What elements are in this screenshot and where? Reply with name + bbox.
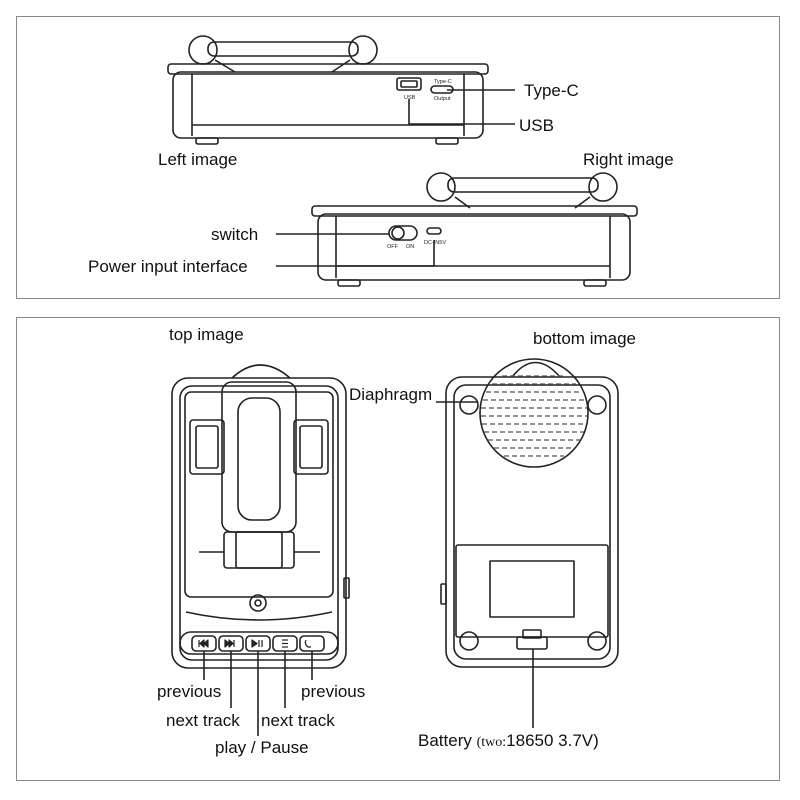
right-side-device-drawing: [276, 172, 638, 287]
type-c-label: Type-C: [524, 81, 579, 100]
battery-spec: 18650 3.7V): [506, 731, 599, 750]
next-track-left-label: next track: [166, 711, 240, 730]
play-pause-label: play / Pause: [215, 738, 309, 757]
previous-icon: [198, 639, 209, 648]
type-c-port-mark: Type-C: [434, 79, 452, 85]
usb-port-mark: USB: [404, 95, 416, 101]
left-side-device-drawing: [167, 35, 515, 145]
top-bottom-views-panel: [16, 317, 780, 781]
top-view-device-drawing: [171, 364, 350, 736]
battery-label: Battery (two:18650 3.7V): [418, 732, 599, 750]
phone-icon: [304, 639, 311, 648]
switch-off-mark: OFF: [387, 244, 399, 250]
switch-on-mark: ON: [406, 244, 414, 250]
play-pause-icon: [251, 639, 263, 648]
next-track-right-label: next track: [261, 711, 335, 730]
side-views-panel: [16, 16, 780, 299]
previous-right-label: previous: [301, 682, 366, 701]
switch-label: switch: [211, 225, 259, 244]
next-icon: [224, 639, 235, 648]
bottom-image-caption: bottom image: [533, 329, 636, 348]
power-input-label: Power input interface: [88, 257, 248, 276]
right-image-caption: Right image: [583, 150, 674, 169]
battery-word: Battery: [418, 731, 472, 750]
bottom-view-device-drawing: [436, 358, 619, 728]
button-icons: [198, 639, 311, 648]
left-image-caption: Left image: [158, 150, 238, 169]
output-port-mark: Output: [434, 96, 451, 102]
dc-in-mark: DC-IN5V: [424, 240, 446, 246]
usb-label: USB: [519, 116, 554, 135]
top-image-caption: top image: [169, 325, 244, 344]
speaker-grille-slots: [481, 375, 587, 457]
battery-spec-prefix: (two:: [476, 735, 507, 750]
previous-left-label: previous: [157, 682, 222, 701]
mode-icon: [282, 639, 288, 648]
diaphragm-label: Diaphragm: [349, 385, 433, 404]
